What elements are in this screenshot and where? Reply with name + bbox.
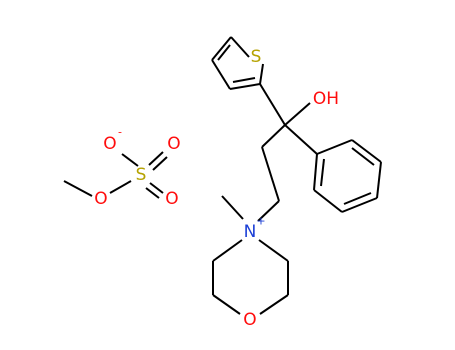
atom-o-double-bottom: O	[165, 189, 178, 209]
bond-methyl-o	[63, 180, 93, 197]
atom-sulfate-s: S	[136, 165, 147, 185]
bond-thio-s-c5	[230, 36, 250, 58]
bond-ph-4-5-inner	[343, 192, 372, 205]
bond-thio-c4-c3	[211, 59, 231, 90]
bond-thio-c3-c2-inner	[232, 77, 256, 83]
charge-plus: +	[256, 215, 265, 228]
bond-o-c-right	[259, 294, 289, 315]
bond-ch2-n	[257, 200, 280, 222]
bond-ph-6-1-inner	[320, 158, 325, 187]
atom-o-double-top: O	[167, 134, 180, 154]
bond-ph-6-1	[313, 153, 318, 191]
bond-ph-4-5	[341, 197, 378, 213]
bond-s-o-double-top-a	[148, 151, 164, 166]
morpholine-ring	[212, 239, 289, 315]
bond-ph-1-2	[316, 139, 353, 155]
atom-thiophene-s: S	[251, 47, 262, 67]
bond-o-s	[109, 180, 132, 194]
bond-qc-oh	[284, 102, 311, 126]
atom-morpholine-o: O	[243, 310, 256, 330]
atom-nitrogen: N	[244, 222, 257, 242]
bond-c-right-n	[258, 239, 289, 262]
atom-o-bridge: O	[94, 189, 107, 209]
bond-ph-3-4	[376, 161, 382, 199]
bond-c-o-left	[212, 294, 241, 315]
bond-ph-5-6	[313, 189, 343, 213]
bond-thio-c3-c2	[229, 83, 261, 90]
atom-hydroxyl: OH	[313, 89, 339, 109]
bond-qc-phenyl	[284, 124, 318, 155]
bond-thio-c5-c4	[211, 36, 232, 61]
bond-s-o-double-bottom-b	[145, 187, 160, 199]
bond-c2-qc	[259, 83, 286, 126]
bond-s-o-double-top-b	[152, 156, 168, 171]
atom-o-minus: O	[103, 134, 116, 154]
bond-s-o-minus	[121, 153, 139, 167]
thiophene-ring	[211, 36, 264, 90]
bond-qc-ch2	[261, 124, 286, 148]
bond-ph-2-3	[351, 139, 382, 163]
morpholinium-cation: S OH N + O	[211, 36, 382, 330]
bond-n-methyl	[221, 195, 244, 220]
bond-n-c-left	[212, 239, 243, 262]
phenyl-ring	[313, 139, 382, 213]
charge-minus: -	[118, 126, 122, 139]
bond-thio-c2-s	[259, 63, 264, 85]
methyl-sulfate-anion: O - O O O S	[63, 126, 181, 209]
bond-ph-2-3-inner	[351, 147, 375, 166]
bond-s-o-double-bottom-a	[149, 182, 164, 194]
bond-ch2-ch2	[261, 146, 280, 202]
bond-thio-c5-c4-inner	[217, 44, 231, 61]
